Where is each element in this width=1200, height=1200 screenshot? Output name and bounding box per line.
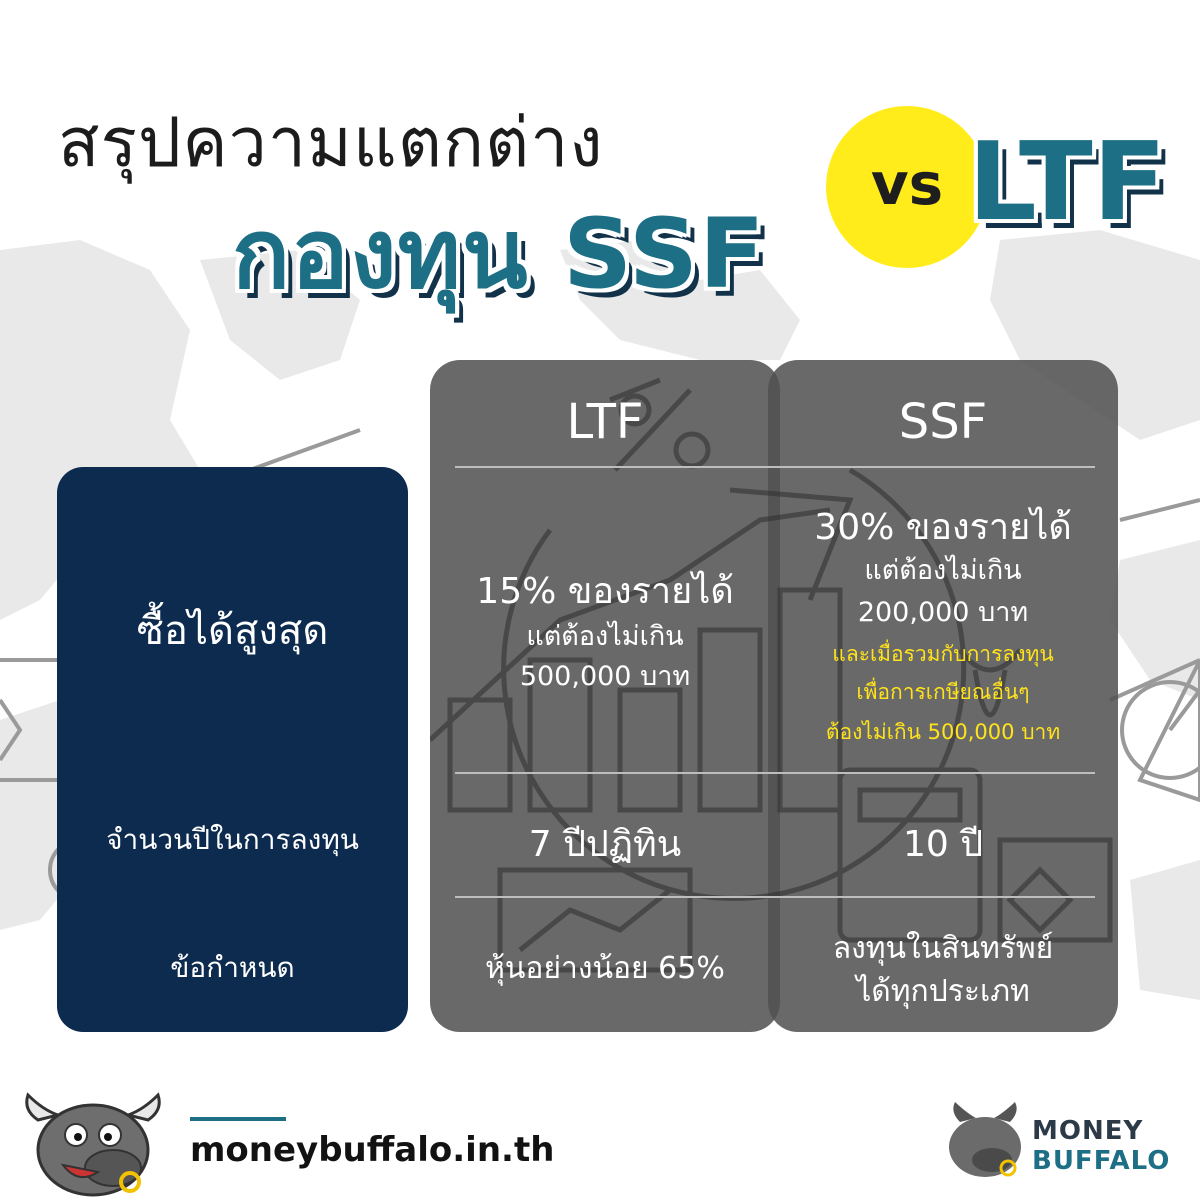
title-line1: สรุปความแตกต่าง [58, 104, 604, 183]
ssf-max-purchase-note3: ต้องไม่เกิน 500,000 บาท [825, 720, 1061, 744]
logo-text-line2: BUFFALO [1032, 1146, 1171, 1176]
ltf-max-purchase-line1: 15% ของรายได้ [476, 571, 734, 612]
ssf-max-purchase-line2: แต่ต้องไม่เกิน [864, 555, 1022, 586]
row-labels-panel [57, 467, 408, 1032]
row-label-max-purchase: ซื้อได้สูงสุด [136, 608, 329, 654]
ltf-max-purchase-line3: 500,000 บาท [519, 661, 691, 692]
ssf-max-purchase-note1: และเมื่อรวมกับการลงทุน [832, 642, 1054, 666]
vs-text: vs [870, 150, 944, 218]
ltf-column-panel [430, 360, 780, 1032]
ltf-conditions-value: หุ้นอย่างน้อย 65% [485, 951, 725, 986]
ltf-column-header: LTF [566, 394, 644, 450]
finance-illustration [430, 377, 1113, 973]
vs-badge: vs [826, 106, 988, 268]
ssf-max-purchase-line3: 200,000 บาท [857, 597, 1029, 628]
ltf-max-purchase-line2: แต่ต้องไม่เกิน [526, 621, 684, 652]
money-buffalo-logo-icon [949, 1102, 1021, 1177]
row-label-conditions: ข้อกำหนด [170, 951, 295, 984]
ssf-years-value: 10 ปี [902, 824, 984, 865]
divider-row2 [455, 896, 1095, 898]
ssf-conditions-line2: ได้ทุกประเภท [856, 974, 1030, 1009]
ssf-conditions-line1: ลงทุนในสินทรัพย์ [832, 931, 1054, 966]
ssf-column-header: SSF [898, 394, 988, 450]
ltf-years-value: 7 ปีปฏิทิน [528, 824, 682, 865]
ssf-column-panel [768, 360, 1118, 1032]
row-label-years: จำนวนปีในการลงทุน [106, 823, 359, 856]
footer-url[interactable]: moneybuffalo.in.th [190, 1130, 555, 1170]
ssf-max-purchase-line1: 30% ของรายได้ [814, 507, 1072, 548]
divider-row1 [455, 772, 1095, 774]
logo-text-line1: MONEY [1032, 1116, 1144, 1146]
title-ltf: LTF [968, 120, 1167, 245]
buffalo-mascot-icon [25, 1092, 161, 1197]
divider-header [455, 466, 1095, 468]
title-line2: กองทุน SSF [232, 198, 766, 310]
ssf-max-purchase-note2: เพื่อการเกษียณอื่นๆ [856, 680, 1030, 704]
footer-accent-bar [190, 1117, 286, 1121]
